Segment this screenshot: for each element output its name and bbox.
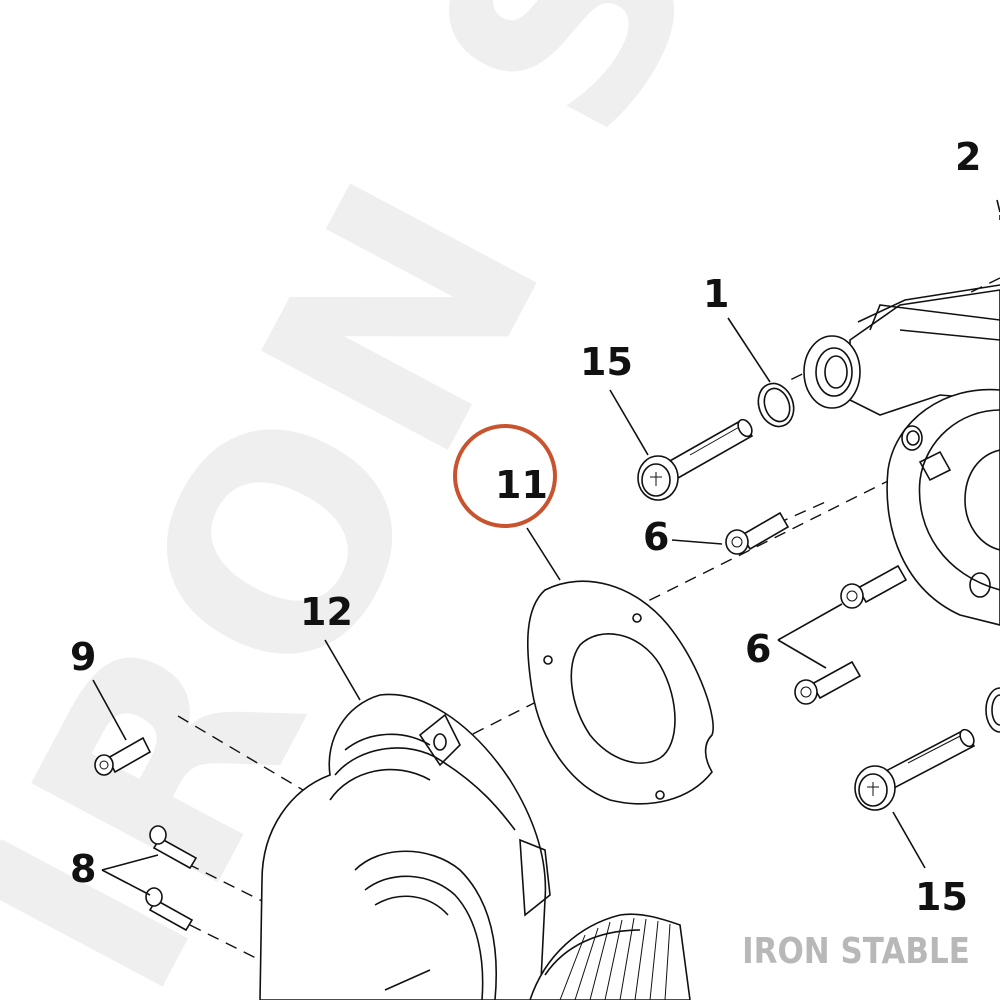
part-15-long-screw-lower xyxy=(854,728,976,811)
part-1-o-ring xyxy=(757,382,795,428)
part-6-screw-upper xyxy=(725,511,790,555)
part-15-long-screw-upper xyxy=(637,418,754,501)
part-8-bolt-lower xyxy=(145,887,194,932)
part-12-backing-plate xyxy=(259,693,551,1000)
callout-12: 12 xyxy=(300,590,353,634)
part-2-housing xyxy=(803,215,1000,626)
callout-9: 9 xyxy=(70,635,96,679)
air-filter-element xyxy=(529,913,691,1000)
callout-2: 2 xyxy=(955,135,981,179)
callout-8: 8 xyxy=(70,847,96,891)
part-9-bolt xyxy=(94,736,152,776)
part-6-screw-middle xyxy=(840,564,908,609)
callout-15-upper: 15 xyxy=(580,340,633,384)
part-small-ring-right xyxy=(985,687,1000,733)
part-6-screw-lower xyxy=(794,660,862,705)
callout-11: 11 xyxy=(495,463,548,507)
callout-6-upper: 6 xyxy=(643,515,669,559)
callout-6-lower: 6 xyxy=(745,627,771,671)
callout-15-lower: 15 xyxy=(915,875,968,919)
part-8-bolt-upper xyxy=(149,825,198,870)
brand-logo-text: IRON STABLE xyxy=(742,931,970,972)
highlight-circle-11 xyxy=(453,424,557,528)
leader-lines xyxy=(92,199,1000,896)
callout-1: 1 xyxy=(703,272,729,316)
part-11-gasket xyxy=(526,580,714,805)
